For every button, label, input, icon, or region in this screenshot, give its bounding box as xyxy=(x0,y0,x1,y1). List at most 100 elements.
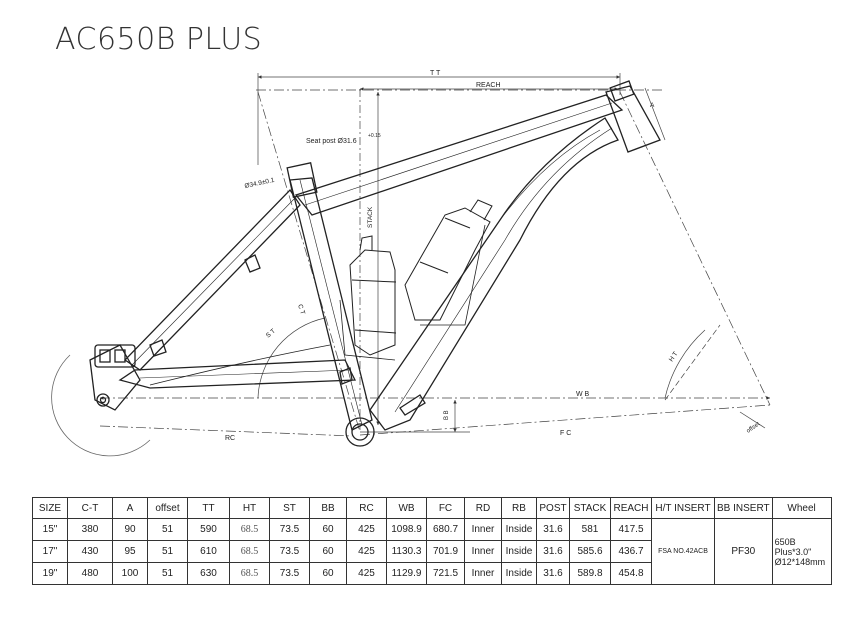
rc-label: RC xyxy=(225,435,235,442)
cell-st: 73.5 xyxy=(269,540,310,563)
cell-wheel: 650B Plus*3.0" Ø12*148mm xyxy=(771,518,832,585)
cell-c-t: 380 xyxy=(67,518,113,541)
header-bb: BB xyxy=(309,497,347,519)
cell-bb-insert: PF30 xyxy=(714,518,773,585)
cell-ht: 68.5 xyxy=(229,540,270,563)
cell-bb: 60 xyxy=(309,540,347,563)
tt-label: T T xyxy=(430,70,441,77)
cell-rb: Inside xyxy=(501,518,537,541)
bottom-bracket xyxy=(345,417,375,447)
cell-wb: 1129.9 xyxy=(386,562,427,585)
cell-post: 31.6 xyxy=(536,562,570,585)
ht-label: H T xyxy=(668,351,680,364)
header-rb: RB xyxy=(501,497,537,519)
cell-rc: 425 xyxy=(346,562,387,585)
seat-stay xyxy=(123,188,301,371)
cell-reach: 417.5 xyxy=(610,518,652,541)
cell-ht-insert: FSA NO.42ACB xyxy=(651,518,715,585)
rear-dropout xyxy=(89,344,141,411)
cell-rb: Inside xyxy=(501,540,537,563)
header-a: A xyxy=(112,497,148,519)
cell-post: 31.6 xyxy=(536,540,570,563)
cell-offset: 51 xyxy=(147,518,188,541)
cell-fc: 701.9 xyxy=(426,540,465,563)
cell-stack: 581 xyxy=(569,518,611,541)
header-rd: RD xyxy=(464,497,502,519)
ht-axis-line xyxy=(619,91,771,406)
cell-stack: 589.8 xyxy=(569,562,611,585)
wheel-tire: Plus*3.0" xyxy=(774,546,812,557)
cell-size: 15" xyxy=(32,518,68,541)
cell-size: 19" xyxy=(32,562,68,585)
spec-table-header: SIZE C-T A offset TT HT ST BB RC WB FC R… xyxy=(32,497,832,519)
cell-offset: 51 xyxy=(147,540,188,563)
bb-label: B B xyxy=(444,410,450,420)
top-tube xyxy=(294,94,624,216)
header-st: ST xyxy=(269,497,310,519)
page-title: AC650B PLUS xyxy=(55,22,263,57)
ct-label: C T xyxy=(296,303,306,315)
cell-bb: 60 xyxy=(309,562,347,585)
rc-dimension-line xyxy=(99,425,353,437)
cell-rd: Inner xyxy=(464,540,502,563)
fc-dimension-line xyxy=(359,404,771,436)
offset-label: offset xyxy=(746,421,762,434)
header-bb-insert: BB INSERT xyxy=(714,497,773,519)
geometry-spec-table: SIZE C-T A offset TT HT ST BB RC WB FC R… xyxy=(32,497,832,585)
st-label: S T xyxy=(265,328,277,340)
header-wheel: Wheel xyxy=(771,497,832,519)
frame-outline xyxy=(89,80,661,447)
cell-c-t: 480 xyxy=(67,562,113,585)
cell-ht: 68.5 xyxy=(229,562,270,585)
header-post: POST xyxy=(536,497,570,519)
seat-post-tolerance: +0.15 xyxy=(368,133,381,139)
cell-rc: 425 xyxy=(346,518,387,541)
water-bottle-seat-tube xyxy=(339,235,397,361)
cell-reach: 454.8 xyxy=(610,562,652,585)
header-wb: WB xyxy=(386,497,427,519)
header-reach: REACH xyxy=(610,497,652,519)
seat-tube-axis-line xyxy=(257,91,361,433)
cell-size: 17" xyxy=(32,540,68,563)
cell-wb: 1130.3 xyxy=(386,540,427,563)
fc-label: F C xyxy=(560,430,571,437)
cell-rd: Inner xyxy=(464,562,502,585)
cell-a: 100 xyxy=(112,562,148,585)
cell-post: 31.6 xyxy=(536,518,570,541)
header-stack: STACK xyxy=(569,497,611,519)
rear-wheel-arc xyxy=(51,354,151,457)
header-rc: RC xyxy=(346,497,387,519)
brake-caliper-mount xyxy=(94,344,136,368)
cell-fc: 680.7 xyxy=(426,518,465,541)
cell-c-t: 430 xyxy=(67,540,113,563)
header-tt: TT xyxy=(187,497,230,519)
reach-label: REACH xyxy=(476,82,501,89)
head-tube xyxy=(605,85,661,153)
cell-a: 90 xyxy=(112,518,148,541)
seat-clamp-label: Ø34.9±0.1 xyxy=(244,177,275,190)
seat-tube xyxy=(289,177,373,431)
wheel-size: 650B xyxy=(774,536,796,547)
header-ht: HT xyxy=(229,497,270,519)
cell-st: 73.5 xyxy=(269,562,310,585)
frame-geometry-diagram: T T REACH Seat post Ø31.6 +0.15 Ø34.9±0.… xyxy=(51,70,771,457)
header-offset: offset xyxy=(147,497,188,519)
cell-stack: 585.6 xyxy=(569,540,611,563)
table-row: 15" 380 90 51 590 68.5 73.5 60 425 1098.… xyxy=(32,518,832,585)
cell-fc: 721.5 xyxy=(426,562,465,585)
cell-rd: Inner xyxy=(464,518,502,541)
cell-rc: 425 xyxy=(346,540,387,563)
table-row: 19" 480 100 51 630 68.5 73.5 60 425 1129… xyxy=(32,562,832,585)
cell-wb: 1098.9 xyxy=(386,518,427,541)
cell-ht: 68.5 xyxy=(229,518,270,541)
header-fc: FC xyxy=(426,497,465,519)
wheel-axle: Ø12*148mm xyxy=(774,556,826,567)
cell-tt: 590 xyxy=(187,518,230,541)
stack-label: STACK xyxy=(367,206,374,228)
a-label: A xyxy=(650,102,655,109)
cell-rb: Inside xyxy=(501,562,537,585)
cell-bb: 60 xyxy=(309,518,347,541)
wb-label: W B xyxy=(576,391,590,398)
table-row: 17" 430 95 51 610 68.5 73.5 60 425 1130.… xyxy=(32,540,832,563)
cell-offset: 51 xyxy=(147,562,188,585)
